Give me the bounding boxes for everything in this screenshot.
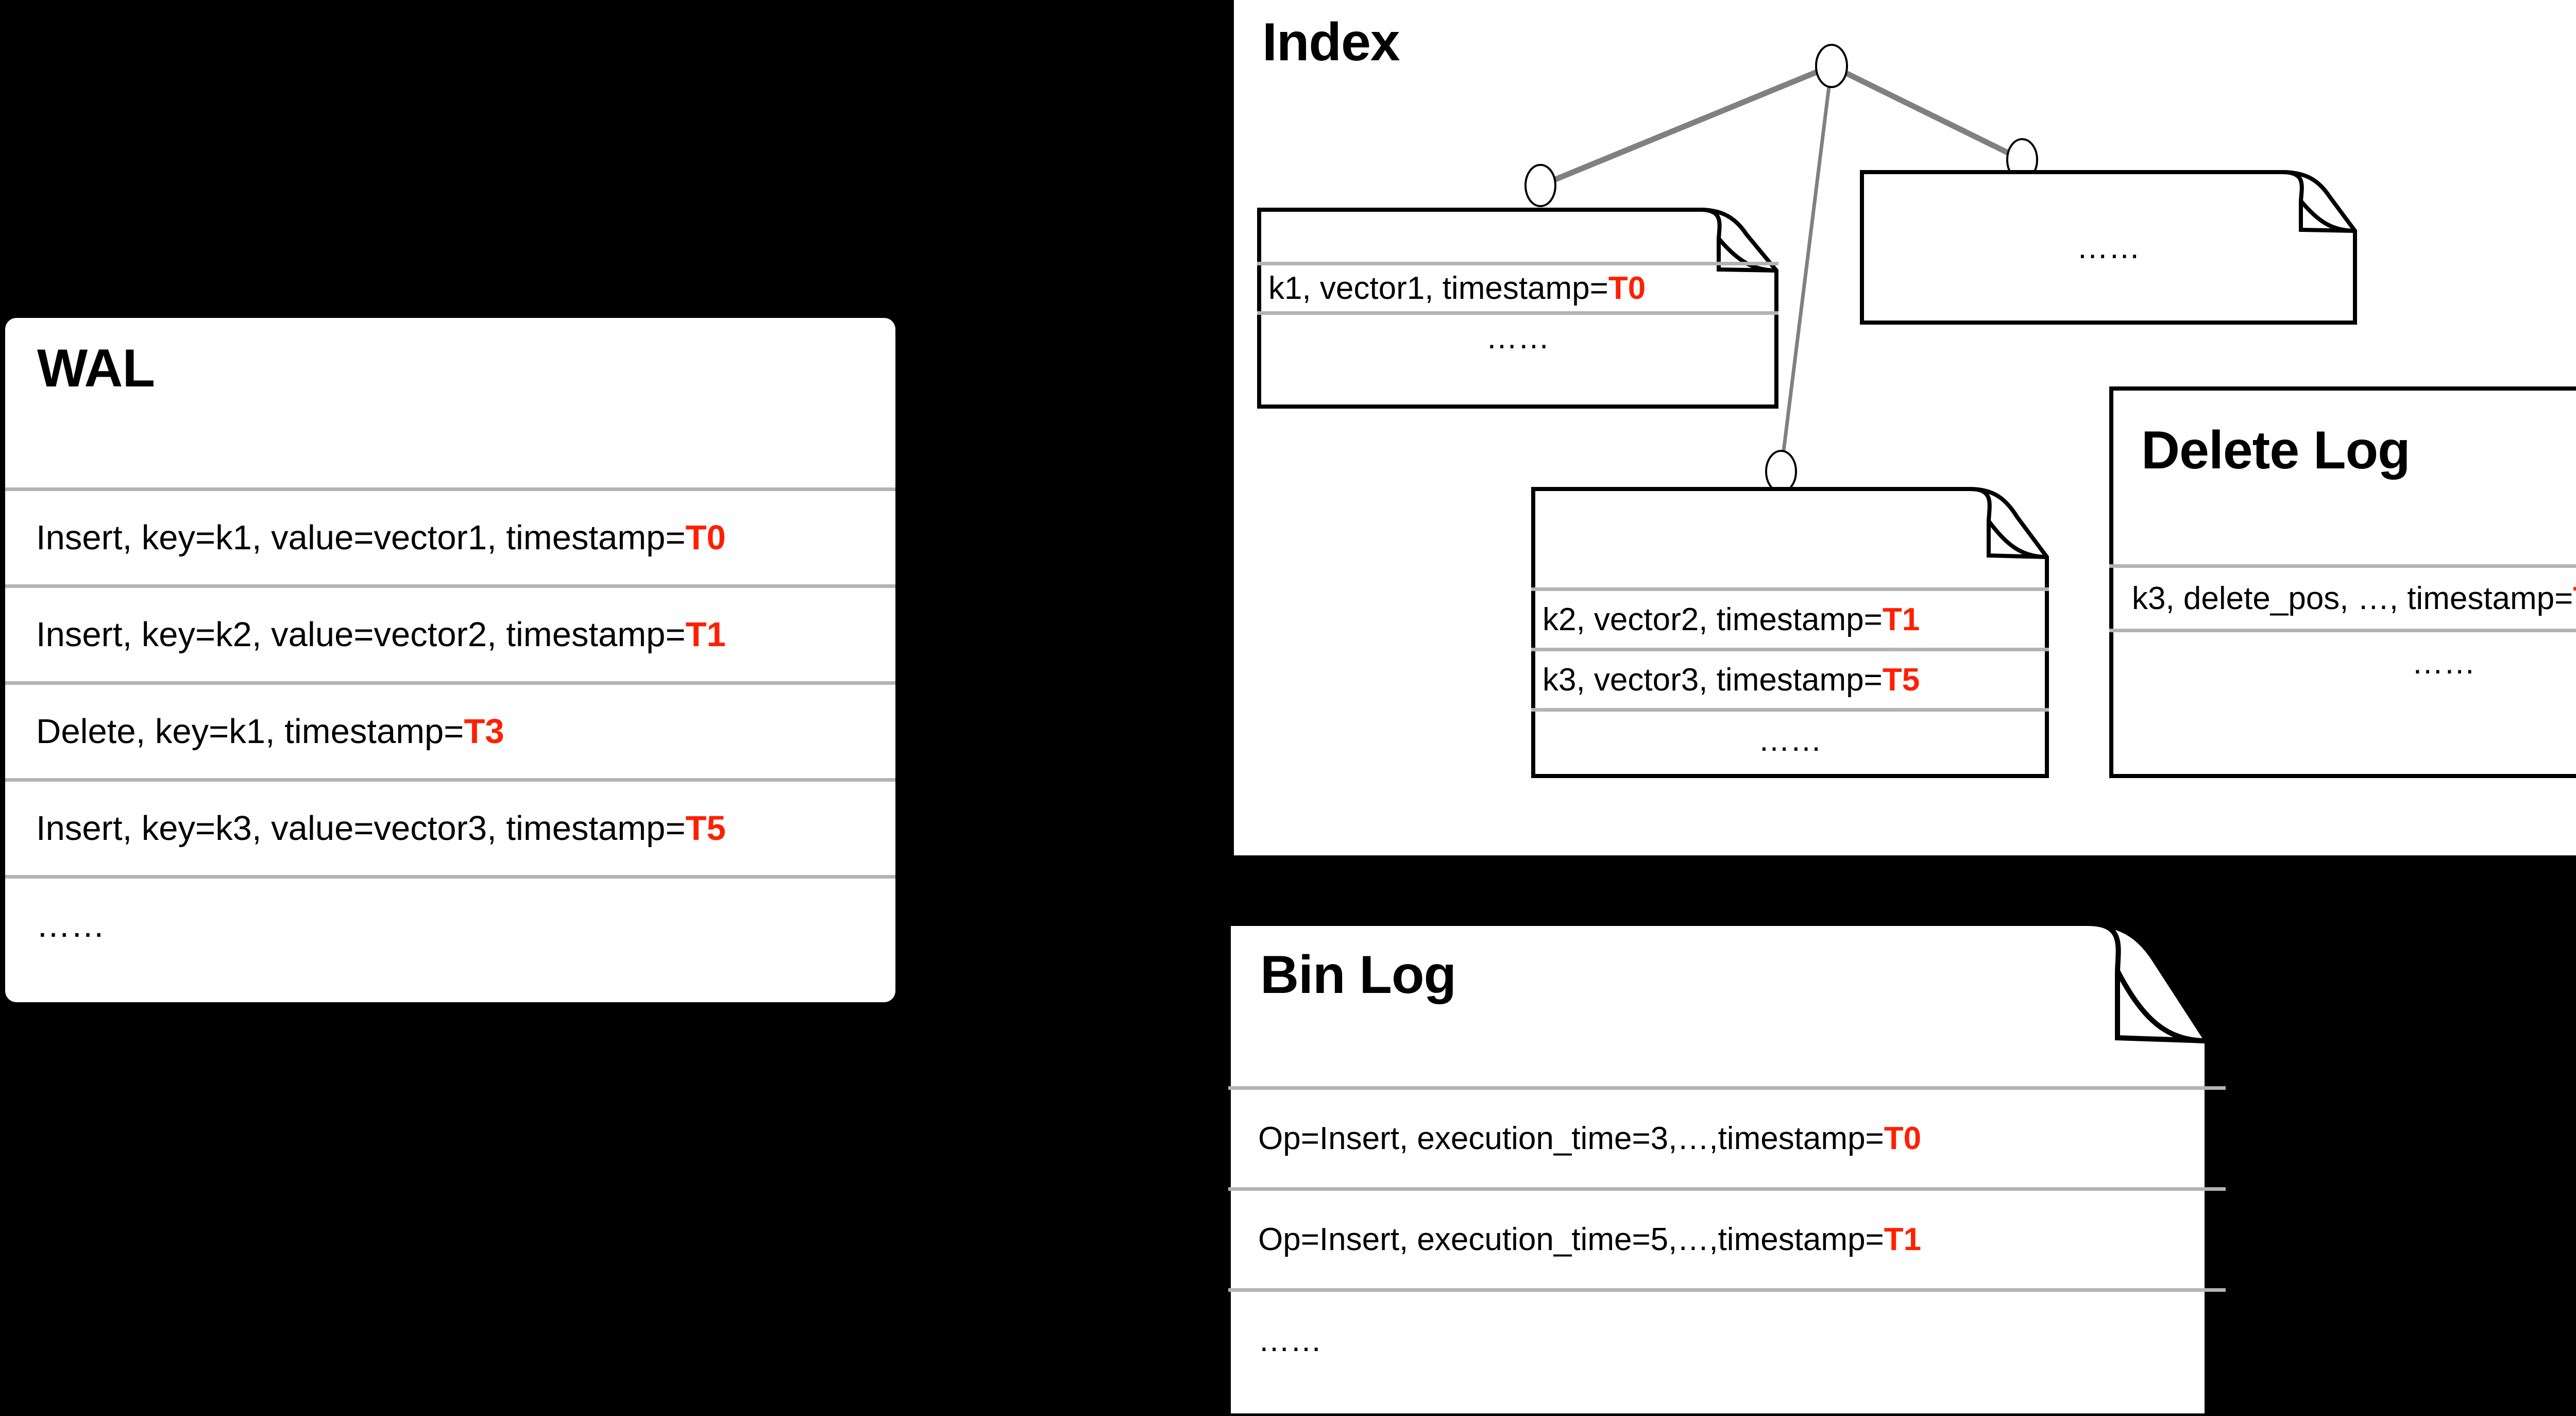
wal-row-4-ellipsis: …… (36, 906, 105, 945)
wal-row-3-timestamp: T5 (685, 809, 726, 848)
doc-ellipsis-text: …… (2076, 229, 2141, 265)
bin-log-row-2-ellipsis: …… (1258, 1323, 1322, 1358)
tree-node-left[interactable] (1524, 164, 1556, 207)
wal-panel: WAL Insert, key=k1, value=vector1, times… (5, 318, 895, 1002)
tree-node-root[interactable] (1815, 44, 1848, 88)
doc-k2-k3-row-2-ellipsis: …… (1758, 722, 1822, 758)
wal-row-3: Insert, key=k3, value=vector3, timestamp… (5, 778, 895, 875)
doc-k2-k3-row-1-text: k3, vector3, timestamp= (1543, 662, 1883, 698)
doc-ellipsis-outline (1860, 170, 2357, 325)
wal-row-0-timestamp: T0 (685, 518, 726, 557)
wal-row-1: Insert, key=k2, value=vector2, timestamp… (5, 584, 895, 681)
delete-log-row-1: …… (2109, 629, 2576, 693)
delete-log-row-0: k3, delete_pos, …, timestamp=T3 (2109, 564, 2576, 629)
wal-row-2-text: Delete, key=k1, timestamp= (36, 712, 464, 751)
doc-k1-row-1: …… (1257, 311, 1778, 361)
delete-log-doc: Delete Log k3, delete_pos, …, timestamp=… (2109, 386, 2576, 778)
wal-row-0: Insert, key=k1, value=vector1, timestamp… (5, 487, 895, 584)
bin-log-row-1: Op=Insert, execution_time=5,…,timestamp=… (1228, 1187, 2226, 1288)
delete-log-outline (2109, 386, 2576, 778)
doc-k2-k3-row-0-timestamp: T1 (1882, 601, 1920, 637)
bin-log-row-0: Op=Insert, execution_time=3,…,timestamp=… (1228, 1086, 2226, 1187)
doc-k2-k3-row-1-timestamp: T5 (1882, 662, 1920, 698)
wal-row-1-text: Insert, key=k2, value=vector2, timestamp… (36, 615, 686, 654)
doc-k2-k3-outline (1531, 487, 2049, 778)
bin-log-row-0-timestamp: T0 (1884, 1121, 1922, 1156)
delete-log-row-0-timestamp: T3 (2573, 581, 2576, 616)
index-doc-k2-k3: k2, vector2, timestamp=T1 k3, vector3, t… (1531, 487, 2049, 778)
tree-edge-root-left (1539, 63, 1833, 189)
delete-log-row-1-ellipsis: …… (2412, 645, 2476, 681)
doc-k2-k3-row-0: k2, vector2, timestamp=T1 (1531, 587, 2049, 648)
delete-log-title: Delete Log (2141, 420, 2411, 480)
delete-log-row-list: k3, delete_pos, …, timestamp=T3 …… (2109, 564, 2576, 693)
wal-row-list: Insert, key=k1, value=vector1, timestamp… (5, 487, 895, 972)
doc-k2-k3-row-2: …… (1531, 708, 2049, 768)
doc-k2-k3-row-0-text: k2, vector2, timestamp= (1543, 601, 1883, 637)
doc-k1-row-0-text: k1, vector1, timestamp= (1268, 271, 1608, 306)
bin-log-doc: Bin Log Op=Insert, execution_time=3,…,ti… (1226, 921, 2226, 1416)
doc-k1-row-0-timestamp: T0 (1608, 271, 1646, 306)
wal-title: WAL (37, 339, 155, 398)
wal-row-0-text: Insert, key=k1, value=vector1, timestamp… (36, 518, 686, 557)
bin-log-row-0-text: Op=Insert, execution_time=3,…,timestamp= (1258, 1121, 1884, 1156)
wal-row-2: Delete, key=k1, timestamp=T3 (5, 681, 895, 778)
index-title: Index (1262, 12, 1400, 72)
tree-edge-root-right (1830, 63, 2024, 162)
wal-row-3-text: Insert, key=k3, value=vector3, timestamp… (36, 809, 686, 848)
doc-k2-k3-row-1: k3, vector3, timestamp=T5 (1531, 648, 2049, 708)
bin-log-row-list: Op=Insert, execution_time=3,…,timestamp=… (1228, 1086, 2226, 1389)
wal-row-1-timestamp: T1 (685, 615, 726, 654)
doc-k1-row-0: k1, vector1, timestamp=T0 (1257, 262, 1778, 311)
index-panel: Index k1, vector1, timestamp=T0 …… (1234, 0, 2576, 855)
tree-node-middle[interactable] (1765, 450, 1797, 493)
index-doc-ellipsis: …… (1860, 170, 2357, 325)
doc-k1-outline (1257, 208, 1778, 409)
delete-log-row-0-text: k3, delete_pos, …, timestamp= (2132, 580, 2573, 616)
bin-log-title: Bin Log (1260, 945, 1456, 1005)
bin-log-row-2: …… (1228, 1288, 2226, 1389)
doc-k1-row-1-ellipsis: …… (1486, 320, 1550, 356)
bin-log-outline (1226, 921, 2210, 1416)
doc-k1-row-list: k1, vector1, timestamp=T0 …… (1257, 262, 1778, 361)
wal-row-2-timestamp: T3 (464, 712, 504, 751)
bin-log-row-1-text: Op=Insert, execution_time=5,…,timestamp= (1258, 1222, 1884, 1257)
wal-row-4: …… (5, 875, 895, 972)
index-doc-k1: k1, vector1, timestamp=T0 …… (1257, 208, 1778, 409)
tree-edge-root-middle (1779, 65, 1834, 472)
doc-k2-k3-row-list: k2, vector2, timestamp=T1 k3, vector3, t… (1531, 587, 2049, 768)
bin-log-row-1-timestamp: T1 (1884, 1222, 1922, 1257)
